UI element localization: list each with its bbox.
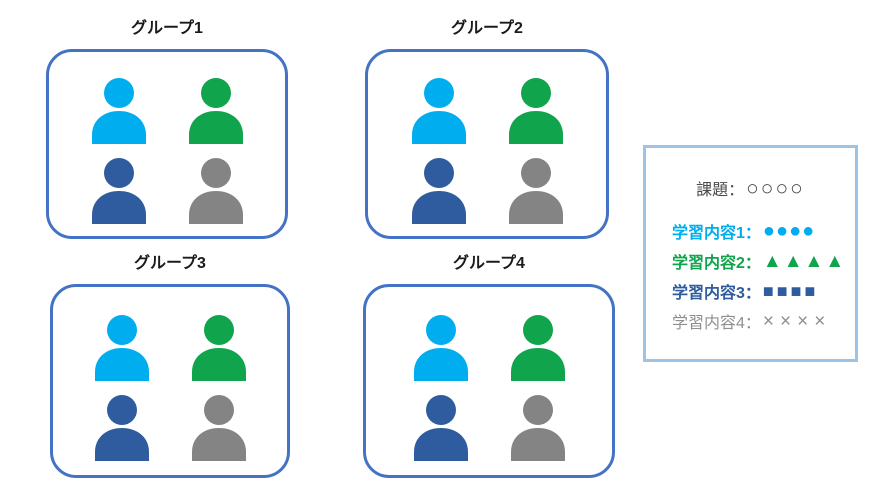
- person-icon-green: [510, 315, 565, 381]
- legend-rows: 学習内容1： ●●●● 学習内容2： ▲▲▲▲ 学習内容3： ■■■■ 学習内容…: [646, 216, 855, 336]
- legend-row-label: 学習内容1：: [672, 225, 761, 242]
- open-circle-symbols: ○○○○: [746, 176, 805, 200]
- filled-circle-symbols: ●●●●: [762, 220, 816, 242]
- person-icon-light-blue: [91, 78, 146, 144]
- person-icon-gray: [188, 158, 243, 224]
- group-1: グループ1: [46, 16, 288, 239]
- legend-row-label: 学習内容4：: [672, 315, 761, 332]
- legend-row-content1: 学習内容1： ●●●●: [646, 216, 855, 246]
- group-box: [363, 284, 615, 478]
- legend-row-content3: 学習内容3： ■■■■: [646, 276, 855, 306]
- members-grid: [366, 287, 612, 475]
- person-icon-gray: [191, 395, 246, 461]
- cross-symbols: ××××: [762, 310, 832, 332]
- group-title: グループ4: [453, 255, 525, 272]
- legend-row-label: 学習内容3：: [672, 285, 761, 302]
- triangle-symbols: ▲▲▲▲: [762, 250, 847, 272]
- square-symbols: ■■■■: [762, 281, 819, 301]
- members-grid: [49, 52, 285, 236]
- person-icon-dark-blue: [91, 158, 146, 224]
- members-grid: [368, 52, 606, 236]
- group-box: [46, 49, 288, 239]
- group-title: グループ3: [134, 255, 206, 272]
- group-title: グループ1: [131, 20, 203, 37]
- person-icon-green: [508, 78, 563, 144]
- person-icon-green: [188, 78, 243, 144]
- person-icon-green: [191, 315, 246, 381]
- group-3: グループ3: [50, 251, 290, 478]
- person-icon-light-blue: [413, 315, 468, 381]
- group-title: グループ2: [451, 20, 523, 37]
- person-icon-dark-blue: [413, 395, 468, 461]
- person-icon-dark-blue: [94, 395, 149, 461]
- legend-task-line: 課題： ○○○○: [646, 176, 855, 200]
- legend-row-content4: 学習内容4： ××××: [646, 306, 855, 336]
- person-icon-gray: [510, 395, 565, 461]
- legend-panel: 課題： ○○○○ 学習内容1： ●●●● 学習内容2： ▲▲▲▲ 学習内容3： …: [643, 145, 858, 362]
- person-icon-gray: [508, 158, 563, 224]
- members-grid: [53, 287, 287, 475]
- person-icon-light-blue: [94, 315, 149, 381]
- group-4: グループ4: [363, 251, 615, 478]
- legend-task-label: 課題：: [696, 182, 745, 199]
- legend-row-label: 学習内容2：: [672, 255, 761, 272]
- person-icon-dark-blue: [411, 158, 466, 224]
- person-icon-light-blue: [411, 78, 466, 144]
- group-2: グループ2: [365, 16, 609, 239]
- group-box: [365, 49, 609, 239]
- group-box: [50, 284, 290, 478]
- legend-row-content2: 学習内容2： ▲▲▲▲: [646, 246, 855, 276]
